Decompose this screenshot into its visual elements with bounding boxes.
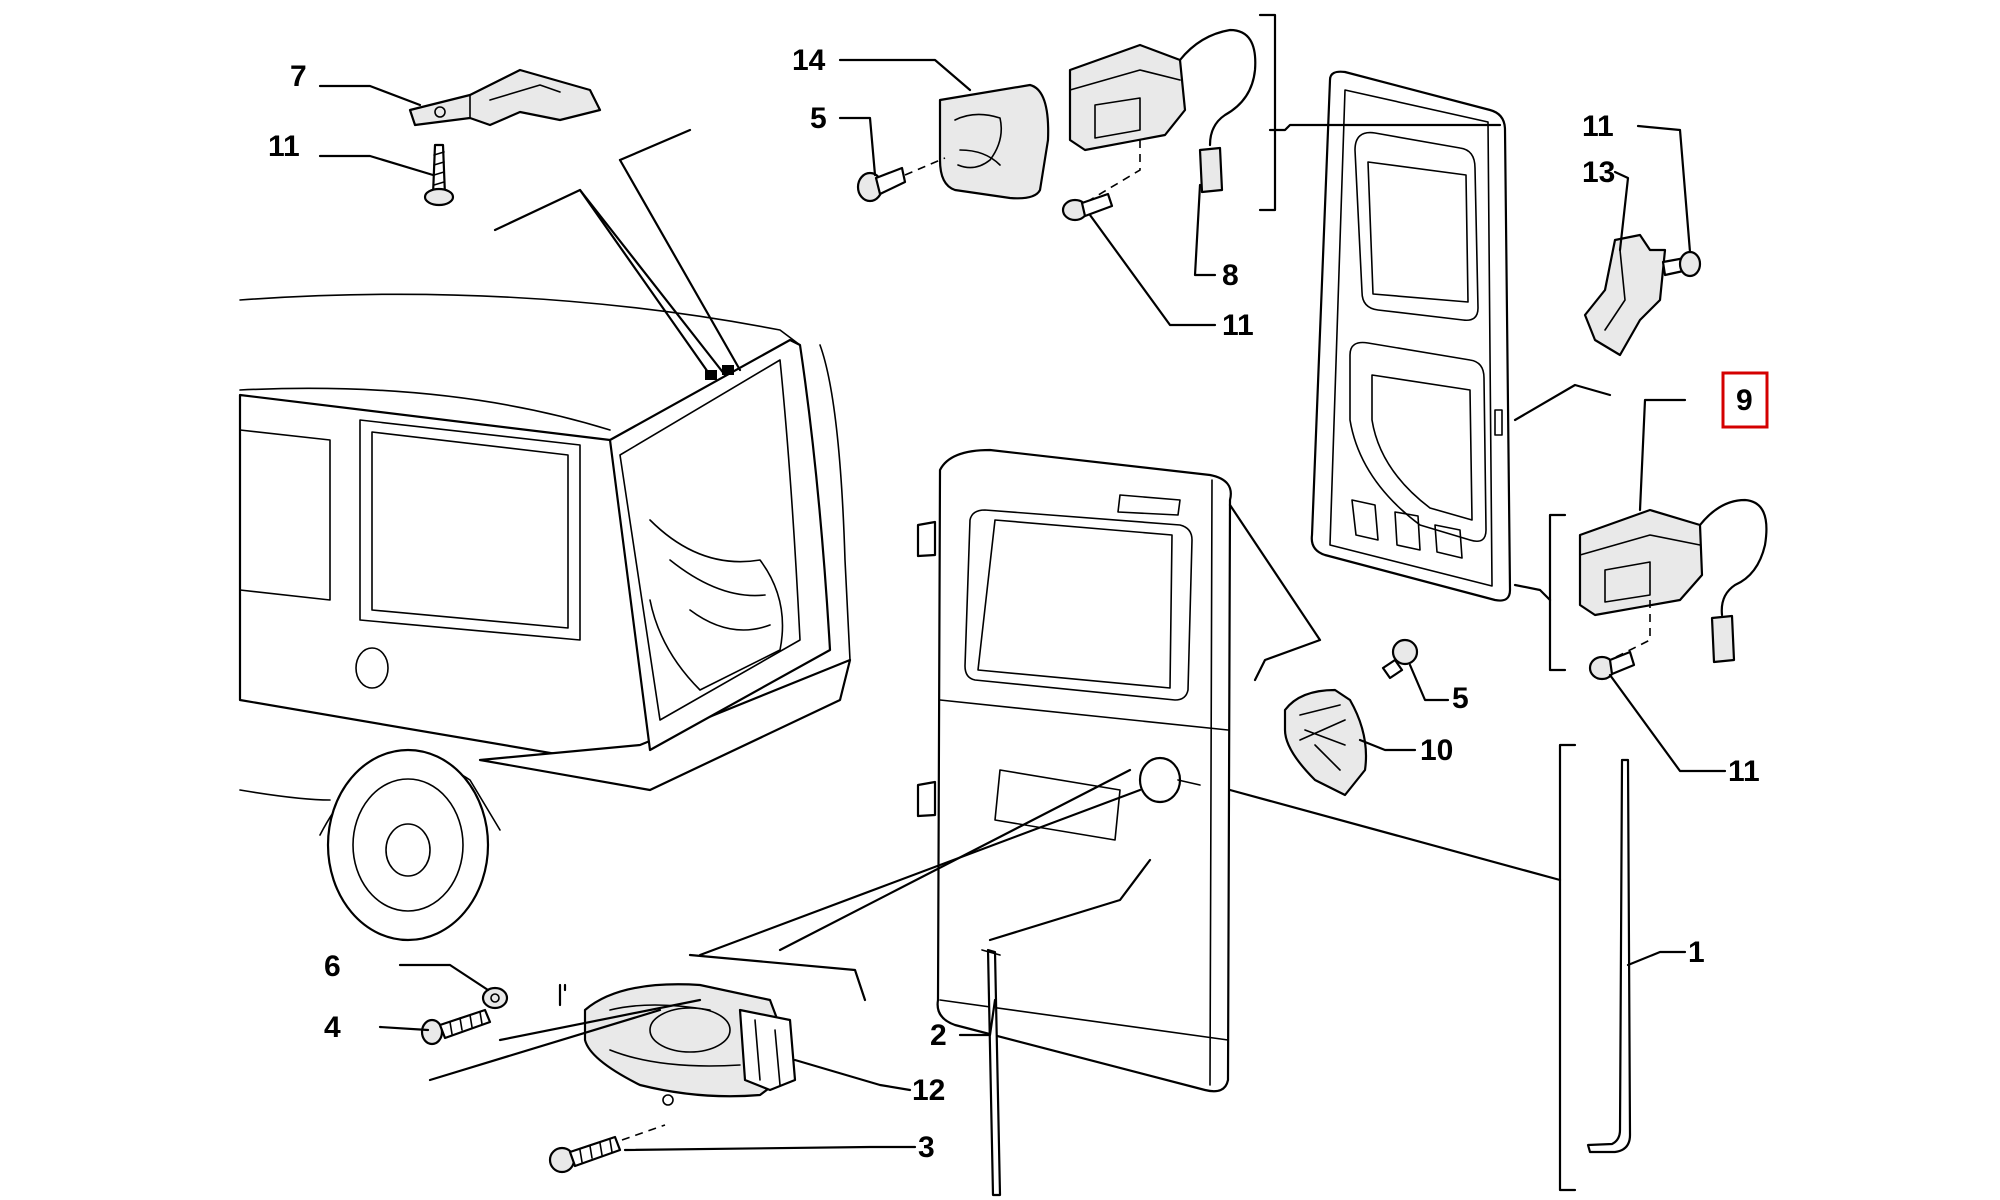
bracket-right (1548, 513, 1567, 672)
bracket-rod (1558, 743, 1577, 1192)
callout-leaders (318, 58, 1727, 1152)
callout-3: 3 (918, 1131, 935, 1164)
door-check-strap (408, 68, 602, 127)
screw-top-left (423, 143, 455, 207)
callout-labels: 7 11 14 5 8 11 11 13 9 5 10 11 1 6 4 2 1… (268, 44, 1769, 1164)
screw-top-5 (856, 157, 946, 203)
callout-5-top: 5 (810, 102, 827, 135)
handle-leader-a (428, 1008, 662, 1082)
rod-short (981, 948, 1002, 1197)
callout-1: 1 (1688, 936, 1705, 969)
callout-8: 8 (1222, 259, 1239, 292)
callout-9: 9 (1736, 384, 1753, 417)
callout-11-right: 11 (1728, 755, 1760, 788)
callout-7: 7 (290, 60, 307, 93)
rod-leader-long (1228, 788, 1562, 882)
latch-cover (938, 83, 1050, 200)
hinge-bracket (1583, 233, 1702, 357)
handle-bracket-leader (688, 953, 867, 1002)
handle-to-door-leader-b (778, 768, 1132, 952)
callout-2: 2 (930, 1019, 947, 1052)
callout-12: 12 (912, 1074, 945, 1107)
handle-leader (1228, 503, 1322, 682)
rear-door-outer (916, 448, 1232, 1093)
van-illustration (238, 293, 852, 942)
callout-11-top-right: 11 (1582, 110, 1614, 143)
screw-mid-5 (1381, 638, 1419, 680)
callout-13: 13 (1582, 156, 1615, 189)
bolt-3 (548, 1124, 666, 1174)
linkage-lines (493, 128, 742, 380)
rear-door-inner (1310, 70, 1512, 602)
callout-11-top-middle: 11 (1222, 309, 1254, 342)
lock-actuator-top (1068, 28, 1257, 201)
callout-4: 4 (324, 1011, 341, 1044)
handle-leader-b (498, 998, 702, 1042)
handle-cover (1283, 688, 1368, 797)
callout-14: 14 (792, 44, 826, 77)
bracket-right-leader (1513, 583, 1552, 602)
bracket-upper-leader (1513, 383, 1612, 422)
bracket-top (1258, 13, 1277, 212)
callout-6: 6 (324, 950, 341, 983)
screw-right (1588, 650, 1636, 681)
washer (481, 986, 509, 1010)
callout-5-mid: 5 (1452, 682, 1469, 715)
screw-top-middle (1061, 192, 1114, 222)
handle-to-door-leader (698, 788, 1142, 957)
rod-long (1586, 758, 1632, 1154)
bolt-4 (420, 1008, 492, 1046)
rod-short-leader (988, 858, 1152, 942)
lock-actuator-highlighted (1578, 498, 1768, 664)
callout-9-highlight-box (1721, 371, 1769, 429)
callout-11-top-left: 11 (268, 130, 300, 163)
callout-10: 10 (1420, 734, 1453, 767)
bracket-top-leader (1268, 123, 1502, 132)
